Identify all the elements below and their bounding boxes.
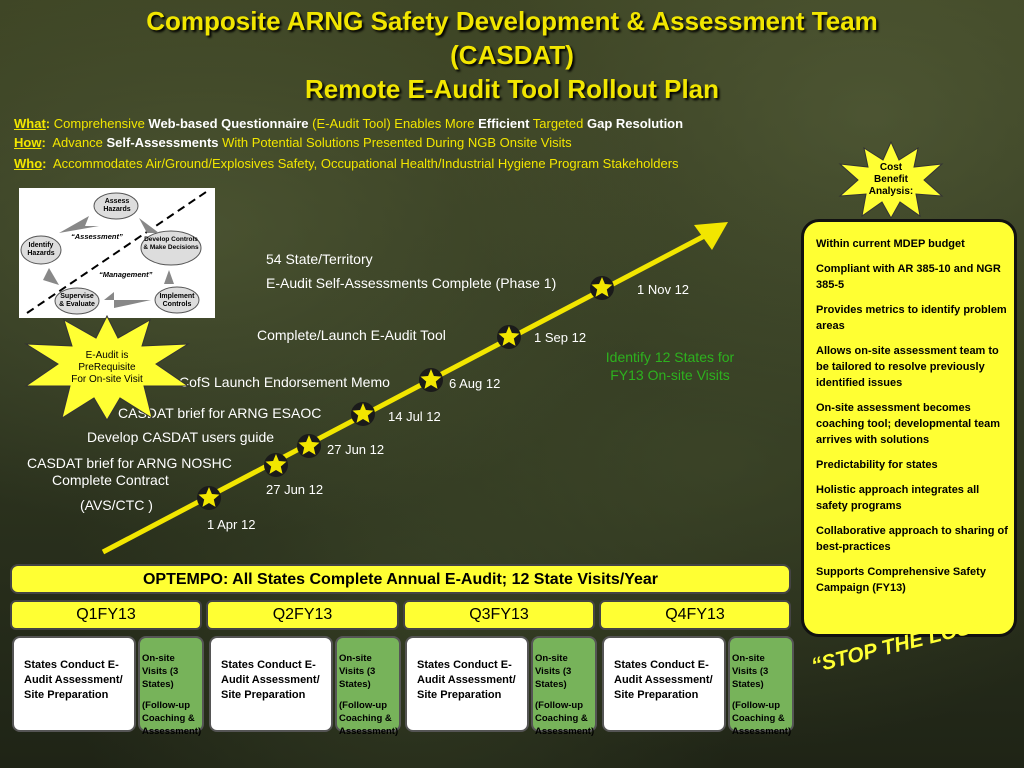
milestone-star-icon bbox=[420, 369, 442, 389]
q2-visits-text: On-site Visits (3 States) bbox=[339, 653, 376, 690]
milestone-star-icon bbox=[498, 326, 520, 346]
diagram-assess: Assess Hazards bbox=[103, 198, 131, 213]
timeline-arrowhead bbox=[694, 222, 728, 250]
title-line-2: (CASDAT) bbox=[450, 40, 574, 70]
milestone-star-icon bbox=[591, 277, 613, 297]
quarter-q1-visits: On-site Visits (3 States) (Follow-up Coa… bbox=[138, 636, 204, 737]
milestone-2-label: Develop CASDAT users guide bbox=[87, 429, 275, 445]
milestone-1-label: CASDAT brief for ARNG NOSHC bbox=[27, 455, 232, 471]
identify-states-note: Identify 12 States for FY13 On-site Visi… bbox=[605, 349, 735, 383]
quarter-q4-header: Q4FY13 bbox=[599, 600, 791, 630]
quarter-q3-visits: On-site Visits (3 States) (Follow-up Coa… bbox=[531, 636, 597, 737]
what-part-5: Gap Resolution bbox=[587, 116, 684, 131]
diagram-assessment-label: “Assessment” bbox=[71, 232, 123, 241]
burst-shape-icon bbox=[24, 314, 190, 421]
benefit-item: Within current MDEP budget bbox=[816, 238, 965, 250]
title-line-3: Remote E-Audit Tool Rollout Plan bbox=[304, 74, 720, 104]
milestone-6-label: 54 State/Territory bbox=[266, 251, 373, 267]
milestone-0-date: 1 Apr 12 bbox=[207, 517, 256, 532]
diagram-management-label: “Management” bbox=[99, 270, 153, 279]
benefit-item: Collaborative approach to sharing of bes… bbox=[816, 525, 1008, 553]
what-part-3: Efficient bbox=[478, 116, 530, 131]
benefit-item: Provides metrics to identify problem are… bbox=[816, 304, 1007, 332]
diagram-identify: Identify Hazards bbox=[27, 242, 55, 257]
cost-benefit-burst: Cost Benefit Analysis: bbox=[836, 140, 946, 220]
milestone-3-label: CASDAT brief for ARNG ESAOC bbox=[118, 405, 322, 421]
q3-visits-text: On-site Visits (3 States) bbox=[535, 653, 572, 690]
milestone-6-date: 1 Nov 12 bbox=[637, 282, 690, 297]
quarter-q3-header: Q3FY13 bbox=[403, 600, 595, 630]
quarter-q1-states: States Conduct E-Audit Assessment/ Site … bbox=[12, 636, 136, 732]
quarter-q4-visits: On-site Visits (3 States) (Follow-up Coa… bbox=[728, 636, 794, 737]
q3-followup-text: (Follow-up Coaching & Assessment) bbox=[535, 700, 595, 737]
risk-diagram-graphic bbox=[20, 189, 210, 315]
milestone-4-date: 6 Aug 12 bbox=[449, 376, 501, 391]
milestone-star-icon bbox=[298, 435, 320, 455]
what-part-1: Web-based Questionnaire bbox=[148, 116, 309, 131]
what-part-2: (E-Audit Tool) Enables More bbox=[308, 116, 479, 131]
benefit-item: Supports Comprehensive Safety Campaign (… bbox=[816, 566, 986, 594]
eaudit-line-2: PreRequisite bbox=[78, 362, 136, 373]
diagram-develop: Develop Controls & Make Decisions bbox=[143, 236, 199, 251]
risk-management-diagram: Assess Hazards Identify Hazards Develop … bbox=[19, 188, 215, 318]
milestone-5-date: 1 Sep 12 bbox=[534, 330, 587, 345]
milestone-star-icon bbox=[265, 454, 287, 474]
quarter-q3-states: States Conduct E-Audit Assessment/ Site … bbox=[405, 636, 529, 732]
benefit-item: Compliant with AR 385-10 and NGR 385-5 bbox=[816, 263, 1001, 291]
benefit-item: Predictability for states bbox=[816, 459, 938, 471]
who-key: Who bbox=[14, 156, 43, 171]
milestone-2-date: 27 Jun 12 bbox=[327, 442, 385, 457]
milestone-0-label: Complete Contract bbox=[52, 472, 169, 488]
milestone-star-icon bbox=[352, 403, 374, 423]
quarter-q2-header: Q2FY13 bbox=[206, 600, 399, 630]
quarter-q2-visits: On-site Visits (3 States) (Follow-up Coa… bbox=[335, 636, 401, 737]
what-key: What bbox=[14, 116, 46, 131]
who-line: Who: Accommodates Air/Ground/Explosives … bbox=[14, 156, 679, 171]
what-part-4: Targeted bbox=[529, 116, 587, 131]
milestone-6-label2: E-Audit Self-Assessments Complete (Phase… bbox=[266, 275, 557, 291]
eaudit-line-3: For On-site Visit bbox=[71, 374, 143, 385]
q1-followup-text: (Follow-up Coaching & Assessment) bbox=[142, 700, 202, 737]
milestone-0-label2: (AVS/CTC ) bbox=[80, 497, 153, 513]
who-text: Accommodates Air/Ground/Explosives Safet… bbox=[53, 156, 679, 171]
q4-followup-text: (Follow-up Coaching & Assessment) bbox=[732, 700, 792, 737]
optempo-banner: OPTEMPO: All States Complete Annual E-Au… bbox=[10, 564, 791, 594]
how-part-0: Advance bbox=[52, 135, 107, 150]
milestone-star-icon bbox=[198, 487, 220, 507]
quarter-q1-header: Q1FY13 bbox=[10, 600, 202, 630]
page-title: Composite ARNG Safety Development & Asse… bbox=[0, 4, 1024, 106]
eaudit-prereq-burst: E-Audit is PreRequisite For On-site Visi… bbox=[22, 314, 192, 422]
q2-followup-text: (Follow-up Coaching & Assessment) bbox=[339, 700, 399, 737]
eaudit-line-1: E-Audit is bbox=[85, 350, 129, 361]
diagram-supervise: Supervise & Evaluate bbox=[59, 293, 95, 308]
how-part-2: With Potential Solutions Presented Durin… bbox=[218, 135, 572, 150]
milestone-1-date: 27 Jun 12 bbox=[266, 482, 324, 497]
benefit-item: On-site assessment becomes coaching tool… bbox=[816, 402, 1000, 446]
title-line-1: Composite ARNG Safety Development & Asse… bbox=[146, 6, 878, 36]
diagram-implement: Implement Controls bbox=[159, 293, 195, 308]
milestone-3-date: 14 Jul 12 bbox=[388, 409, 441, 424]
milestone-5-label: Complete/Launch E-Audit Tool bbox=[257, 327, 446, 343]
quarter-q2-states: States Conduct E-Audit Assessment/ Site … bbox=[209, 636, 333, 732]
how-part-1: Self-Assessments bbox=[106, 135, 219, 150]
q4-visits-text: On-site Visits (3 States) bbox=[732, 653, 769, 690]
what-part-0: Comprehensive bbox=[53, 116, 149, 131]
milestone-4-label: CofS Launch Endorsement Memo bbox=[179, 374, 390, 390]
quarter-q4-states: States Conduct E-Audit Assessment/ Site … bbox=[602, 636, 726, 732]
what-line: What: Comprehensive Web-based Questionna… bbox=[14, 116, 684, 131]
q1-visits-text: On-site Visits (3 States) bbox=[142, 653, 179, 690]
how-key: How bbox=[14, 135, 42, 150]
how-line: How: Advance Self-Assessments With Poten… bbox=[14, 135, 572, 150]
cost-benefit-text: Cost Benefit Analysis: bbox=[868, 162, 914, 197]
burst-shape-icon bbox=[838, 140, 944, 220]
benefit-item: Holistic approach integrates all safety … bbox=[816, 484, 980, 512]
eaudit-prereq-text: E-Audit is PreRequisite For On-site Visi… bbox=[64, 350, 150, 386]
benefit-item: Allows on-site assessment team to be tai… bbox=[816, 345, 999, 389]
